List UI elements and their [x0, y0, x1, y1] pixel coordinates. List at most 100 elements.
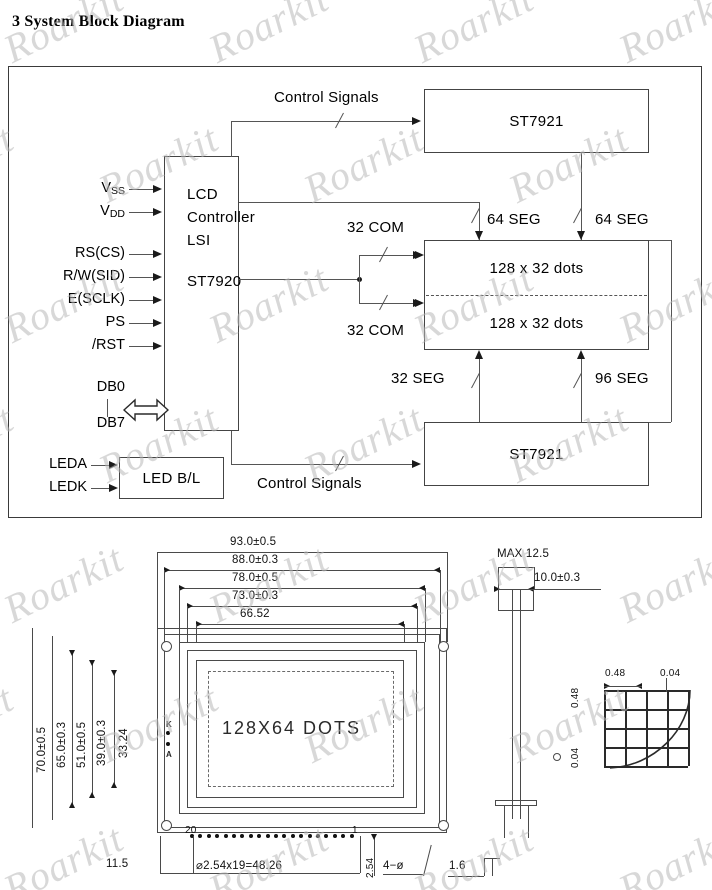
dim-line-max-thickness [498, 567, 534, 568]
backlight-terminal-a: A [166, 750, 172, 759]
pin-pad [341, 834, 346, 838]
dim-tick-h-88-r [434, 567, 440, 573]
dot-grid-line-horizontal [604, 709, 688, 711]
pin-arrow-leda [109, 460, 118, 469]
dim-line-v-39 [92, 660, 93, 798]
dim-ext-pcb-r [492, 858, 493, 876]
dim-h-88: 88.0±0.3 [232, 554, 279, 566]
dot-grid-line-horizontal [604, 747, 688, 749]
seg-top-right-label: 64 SEG [595, 211, 649, 228]
dim-line-h-93 [157, 552, 447, 553]
dot-gap-ext [666, 678, 667, 692]
viewing-area-label: 128X64 DOTS [222, 718, 362, 738]
pin-number-left: 20 [185, 825, 197, 836]
watermark-text: Roarkit [201, 0, 336, 72]
pin-pad [190, 834, 194, 838]
dot-grid-line-horizontal [604, 766, 688, 768]
pin-arrow-ps [153, 318, 162, 327]
control-bottom-run [231, 464, 412, 465]
mechanical-drawing: 93.0±0.5 88.0±0.3 78.0±0.5 73.0±0.3 66.5… [0, 528, 712, 890]
dim-ext-edge-offset-l [160, 836, 161, 873]
led-backlight-block: LED B/L [119, 457, 224, 499]
module-pcb-outline [164, 634, 440, 828]
seg-bottom-right-label: 96 SEG [595, 370, 649, 387]
com-lower-run [359, 303, 413, 304]
pin-line-rw-sid [129, 277, 155, 278]
pin-pad [299, 834, 304, 838]
com-upper-run [359, 255, 413, 256]
lcd-controller-line2: Controller [187, 209, 256, 226]
dim-line-h-88 [164, 570, 440, 571]
dim-tick-h-73-l [187, 603, 193, 609]
dim-ext-h-78-l [179, 588, 180, 642]
lcd-controller-line1: LCD [187, 186, 218, 203]
seg-bottom-right-arrow [576, 350, 585, 359]
backlight-terminal-a-dot [166, 742, 170, 746]
watermark-text: Roarkit [706, 115, 712, 212]
seg-bottom-right-line [581, 359, 582, 422]
dim-ext-pitch-r [360, 836, 361, 873]
display-split-line [426, 295, 647, 296]
pin-pad [223, 834, 228, 838]
dim-ext-h-78-r [425, 588, 426, 642]
viewing-area-dashed [208, 671, 394, 787]
data-bus-connector-line [107, 399, 108, 417]
seg-bottom-left-riser [479, 405, 480, 422]
dim-tick-v-51-b [69, 802, 75, 808]
pin-pad [316, 834, 320, 838]
dim-ext-max-l [498, 567, 499, 589]
pin-pad [324, 834, 329, 838]
module-bezel-inner [187, 650, 417, 808]
pin-label-ledk: LEDK [49, 479, 87, 495]
seg-feed-arrow [474, 231, 483, 240]
dim-tick-h-73-r [411, 603, 417, 609]
watermark-text: Roarkit [706, 395, 712, 492]
dim-h-6652: 66.52 [240, 608, 270, 620]
pin-pad [282, 834, 287, 838]
control-top-riser [231, 121, 232, 157]
dot-grid-line-horizontal [604, 728, 688, 730]
pin-line-rst [129, 346, 155, 347]
dim-tick-v-39-t [89, 660, 95, 666]
display-com-lower-arrow [415, 298, 424, 307]
display-com-upper-arrow [415, 250, 424, 259]
com-trunk [239, 279, 359, 280]
module-outline [157, 628, 447, 833]
pin-label-leda: LEDA [49, 456, 87, 472]
pin-pad [265, 834, 270, 838]
pin-pad [349, 834, 354, 838]
dot-width-dim-line [604, 686, 642, 687]
dim-v-51: 51.0±0.5 [76, 721, 88, 768]
pin-line-leda [91, 465, 111, 466]
dim-line-v-3324 [114, 670, 115, 788]
control-signals-top-label: Control Signals [274, 89, 379, 106]
page-title: 3 System Block Diagram [12, 13, 185, 30]
detail-reference-circle [553, 753, 561, 761]
dim-ext-h-73-r [417, 606, 418, 642]
seg-bottom-left-upper [479, 359, 480, 405]
module-bezel-outline [179, 642, 425, 814]
pin-arrow-rst [153, 341, 162, 350]
pin-pad [232, 834, 236, 838]
pin-line-e-sclk [129, 300, 155, 301]
watermark-text: Roarkit [406, 0, 541, 72]
pin-label-ps: PS [105, 314, 125, 330]
dim-dot-gap: 0.04 [660, 668, 681, 679]
seg-top-right-line [581, 153, 582, 240]
dim-v-3324: 33.24 [118, 728, 130, 758]
dim-ext-pcb-l [484, 858, 485, 876]
pin-pad [307, 834, 312, 838]
control-bottom-riser [231, 431, 232, 464]
dim-ext-h-88-r [440, 570, 441, 642]
pin-line-ps [129, 323, 155, 324]
pin-pad [240, 834, 245, 838]
dim-ext-h-6652-r [404, 624, 405, 642]
backlight-terminal-k-dot [166, 731, 170, 735]
dim-line-h-6652 [196, 624, 404, 625]
lcd-controller-part-number: ST7920 [187, 273, 242, 290]
seg-feed-run [239, 202, 479, 203]
dim-ext-h-6652-l [196, 624, 197, 642]
com-upper-label: 32 COM [347, 219, 405, 236]
dim-v-65: 65.0±0.3 [56, 721, 68, 768]
pin-arrow-rs-cs [153, 249, 162, 258]
